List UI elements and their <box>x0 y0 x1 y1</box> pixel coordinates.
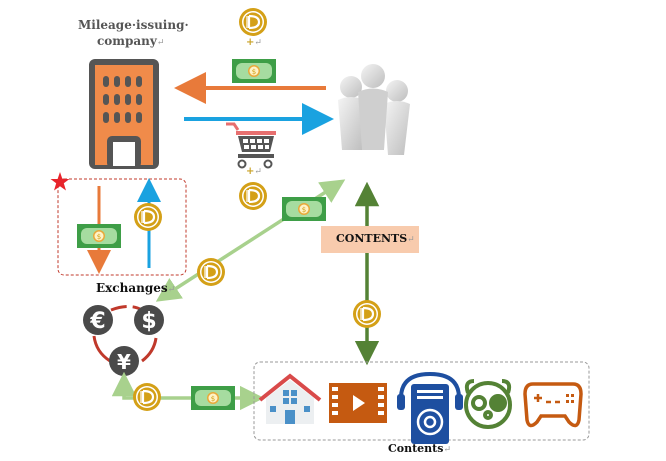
bill-icon <box>232 59 276 83</box>
contents-icons-box <box>253 361 590 441</box>
contents-box-label: CONTENTS↵ <box>336 232 415 245</box>
house-icon <box>258 373 322 424</box>
coin-icon <box>237 180 269 212</box>
users-icon <box>338 64 410 155</box>
currency-cycle <box>83 305 164 376</box>
coin-icon <box>195 256 227 288</box>
star-icon <box>50 172 70 191</box>
coin-icon <box>131 381 163 413</box>
issuer-label-2: company↵ <box>97 34 165 48</box>
bill-icon <box>191 386 235 410</box>
panda-icon <box>464 379 512 429</box>
plus-bottom: +↵ <box>246 166 262 177</box>
coin-icon <box>237 6 269 38</box>
contents-label: Contents↵ <box>388 442 451 455</box>
building-icon <box>89 59 159 169</box>
yen-icon <box>109 346 139 376</box>
dollar-icon <box>134 305 164 335</box>
yen-symbol: ¥ <box>117 350 131 374</box>
exchange-box <box>57 178 187 276</box>
plus-top: +↵ <box>246 37 262 48</box>
dollar-symbol: $ <box>141 309 156 334</box>
bill-icon <box>282 197 326 221</box>
issuer-label: Mileage·issuing· <box>78 18 189 32</box>
coin-icon <box>351 298 383 330</box>
euro-icon <box>83 305 113 335</box>
music-player-icon <box>397 371 463 444</box>
coin-icon <box>132 201 164 233</box>
contents-box <box>321 226 419 253</box>
cart-icon <box>226 122 276 169</box>
bill-icon <box>77 224 121 248</box>
euro-symbol: € <box>89 309 105 334</box>
video-icon <box>329 383 387 423</box>
gamepad-icon <box>523 382 583 428</box>
exchanges-label: Exchanges↵ <box>96 281 176 295</box>
